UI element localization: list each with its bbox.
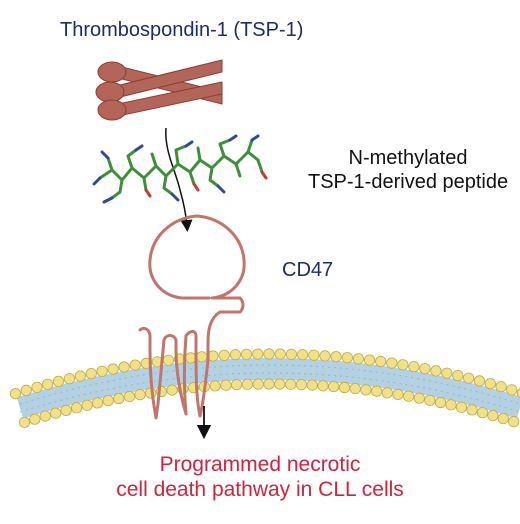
lipid-head [403,390,415,402]
lipid-head [31,381,43,393]
lipid-head [413,392,425,404]
lipid-head [274,378,286,390]
lipid-head [185,352,197,364]
lipid-head [218,349,230,361]
lipid-head [129,359,141,371]
lipid-head [506,384,518,396]
lipid-head [118,361,130,373]
lipid-head [419,363,431,375]
lipid-head [9,388,22,400]
lipid-head [328,380,340,393]
lipid-head [352,353,364,365]
cd47-receptor-icon [138,214,246,420]
lipid-head [349,382,361,395]
lipid-head [274,348,286,360]
lipid-head [96,365,108,377]
lipid-head [317,380,329,392]
lipid-head [424,394,436,406]
lipid-head [134,389,146,401]
lipid-head [81,399,93,411]
lipid-head [220,379,232,391]
lipid-head [308,349,320,361]
lipid-head [284,378,297,390]
lipid-head [487,409,499,422]
lipid-head [209,380,221,392]
tsp1-trimer-icon [95,59,223,121]
lipid-head [231,379,243,391]
lipid-head [338,381,351,394]
lipid-head [196,351,208,363]
lipid-head [476,407,489,419]
lipid-head [52,375,65,387]
lipid-head [241,378,253,390]
peptide-molecule-icon [92,134,268,204]
outcome-label-line1: Programmed necrotic [159,453,361,476]
lipid-head [107,363,119,375]
lipid-head [295,378,307,391]
tsp1-label: Thrombospondin-1 (TSP-1) [60,19,304,41]
lipid-head [39,410,51,422]
lipid-head [229,349,241,361]
lipid-head [516,388,520,399]
lipid-head [434,396,447,409]
lipid-head [74,370,86,382]
lipid-head [263,378,275,390]
lipid-head [71,402,83,414]
lipid-head [473,375,486,387]
lipid-head [341,352,353,364]
peptide-label-line1: N-methylated [348,147,468,169]
lipid-head [252,378,264,390]
cd47-label: CD47 [282,259,334,281]
lipid-head [296,349,309,361]
lipid-head [319,350,331,362]
lipid-head [430,365,442,377]
lipid-head [371,385,383,397]
lipid-head [392,388,404,400]
lipid-head [42,378,54,390]
lipid-head [123,390,135,403]
lipid-head [497,412,509,425]
outcome-label: Programmed necrotic cell death pathway i… [60,452,460,502]
lipid-head [408,361,420,373]
lipid-head [330,351,342,363]
lipid-head [20,384,32,396]
lipid-head [85,367,97,380]
lipid-head [102,394,114,407]
lipid-head [360,384,372,396]
lipid-head [113,392,125,405]
peptide-label: N-methylated TSP-1-derived peptide [308,146,508,194]
binding-arrow [165,127,193,232]
lipid-bilayer-icon [9,348,520,428]
lipid-head [252,348,264,360]
lipid-head [466,404,478,416]
lipid-head [49,407,62,419]
lipid-head [445,399,457,411]
lipid-head [381,387,393,399]
lipid-head [441,367,453,379]
lipid-head [306,379,318,391]
lipid-head [241,348,253,360]
lipid-head [363,354,376,366]
lipid-head [162,354,174,366]
lipid-head [166,384,178,396]
lipid-head [386,357,398,369]
peptide-label-line2: TSP-1-derived peptide [308,171,509,193]
lipid-head [263,348,275,360]
lipid-head [375,355,387,368]
lipid-head [452,369,464,382]
lipid-head [484,378,496,390]
lipid-head [63,373,76,385]
lipid-head [462,372,475,384]
lipid-head [495,381,507,393]
lipid-head [29,413,41,425]
lipid-head [455,401,468,413]
lipid-head [508,416,520,428]
outcome-label-line2: cell death pathway in CLL cells [116,478,404,502]
lipid-head [60,404,72,416]
lipid-head [285,348,297,360]
lipid-head [397,359,409,371]
lipid-head [18,416,31,428]
lipid-head [92,397,104,409]
